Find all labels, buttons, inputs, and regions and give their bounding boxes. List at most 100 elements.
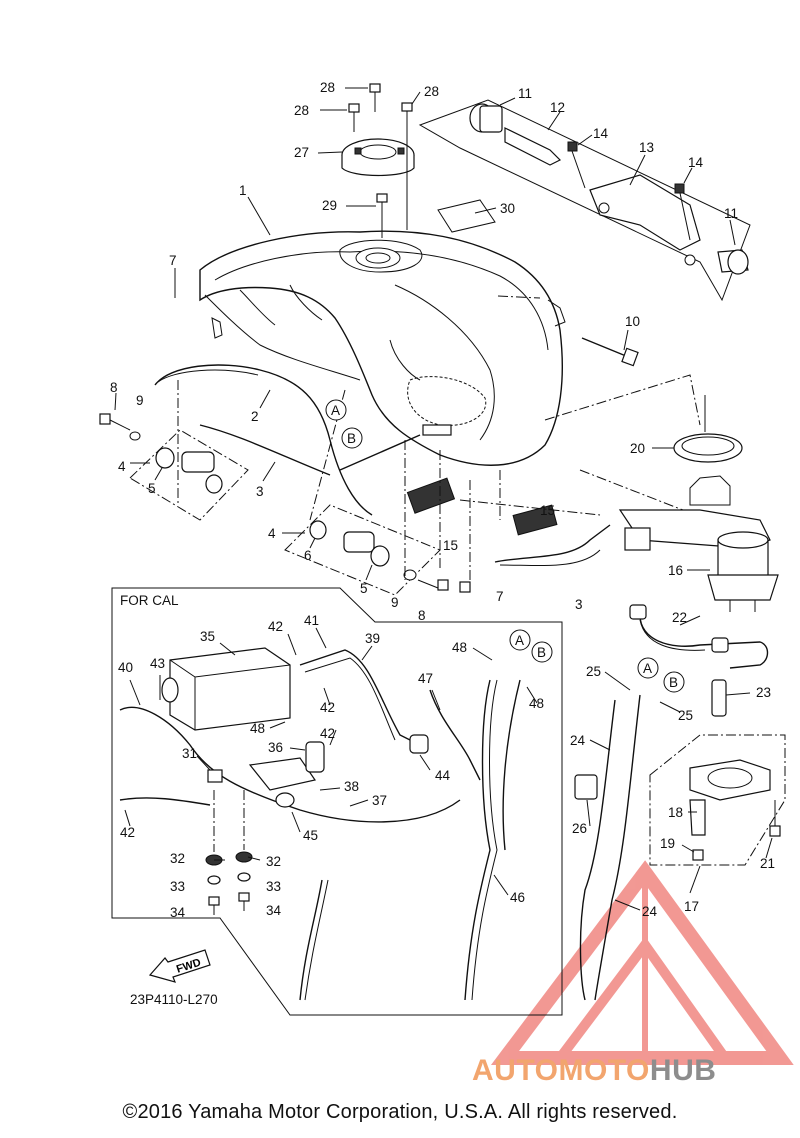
part-label-28: 28 (320, 80, 335, 95)
part-label-46: 46 (510, 890, 525, 905)
part-label-9: 9 (136, 393, 144, 408)
box-title: FOR CAL (120, 593, 179, 608)
part-label-8: 8 (110, 380, 118, 395)
part-label-40: 40 (118, 660, 133, 675)
part-label-6: 6 (304, 548, 312, 563)
part-label-7: 7 (169, 253, 177, 268)
part-label-5b: 5 (360, 581, 368, 596)
watermark-triangle (490, 860, 794, 1065)
part-label-22: 22 (672, 610, 687, 625)
tank-bracket-assembly (418, 99, 751, 302)
part-label-38: 38 (344, 779, 359, 794)
part-label-48b: 48 (529, 696, 544, 711)
pump-hose (629, 604, 769, 717)
part-label-43: 43 (150, 656, 165, 671)
part-label-17: 17 (684, 899, 699, 914)
diagram-code: 23P4110-L270 (130, 992, 218, 1007)
callout-b: B (347, 431, 356, 446)
tank-plate (437, 199, 496, 233)
pump-plate-assembly (649, 734, 786, 866)
part-label-31: 31 (182, 746, 197, 761)
part-label-47: 47 (418, 671, 433, 686)
part-label-42c: 42 (320, 726, 335, 741)
logo-part-1: AUTOMOTO (472, 1054, 650, 1087)
part-label-11b: 11 (724, 206, 738, 221)
watermark-logo: AUTOMOTOHUB (472, 1054, 716, 1088)
tank-cap (341, 138, 415, 177)
part-label-37: 37 (372, 793, 387, 808)
part-label-8b: 8 (418, 608, 426, 623)
part-label-23: 23 (756, 685, 771, 700)
part-label-24: 24 (570, 733, 586, 748)
callout-a-2: A (515, 633, 524, 648)
part-label-21: 21 (760, 856, 775, 871)
part-label-12: 12 (550, 100, 565, 115)
copyright-notice: ©2016 Yamaha Motor Corporation, U.S.A. A… (122, 1101, 678, 1123)
part-label-42d: 42 (120, 825, 135, 840)
part-label-35: 35 (200, 629, 215, 644)
part-label-33b: 33 (266, 879, 281, 894)
part-label-36: 36 (268, 740, 283, 755)
part-label-11: 11 (518, 86, 532, 101)
cal-box (111, 587, 563, 1016)
part-label-30: 30 (500, 201, 515, 216)
bracket-cushion-2 (512, 504, 558, 536)
part-label-26: 26 (572, 821, 587, 836)
part-label-45: 45 (303, 828, 318, 843)
part-label-15: 15 (540, 503, 555, 518)
part-label-2: 2 (251, 409, 259, 424)
hoses (154, 364, 611, 567)
fuel-tank (199, 230, 566, 466)
part-label-10: 10 (625, 314, 640, 329)
part-label-42b: 42 (320, 700, 335, 715)
part-label-1: 1 (239, 183, 247, 198)
part-label-48: 48 (452, 640, 467, 655)
part-label-34: 34 (170, 905, 186, 920)
part-label-33: 33 (170, 879, 185, 894)
part-label-42: 42 (268, 619, 283, 634)
part-label-28b: 28 (294, 103, 309, 118)
canister (161, 647, 291, 731)
callout-a: A (331, 403, 340, 418)
part-label-19: 19 (660, 836, 675, 851)
part-label-18: 18 (668, 805, 683, 820)
part-label-48c: 48 (250, 721, 265, 736)
part-label-13: 13 (639, 140, 654, 155)
part-label-25b: 25 (678, 708, 693, 723)
part-label-41: 41 (304, 613, 319, 628)
part-label-14b: 14 (688, 155, 704, 170)
part-label-32b: 32 (266, 854, 281, 869)
part-label-27: 27 (294, 145, 309, 160)
part-label-9b: 9 (391, 595, 399, 610)
part-label-28c: 28 (424, 84, 439, 99)
bracket-cushion (406, 477, 456, 514)
dampers-right (284, 504, 471, 596)
part-label-15b: 15 (443, 538, 458, 553)
part-label-20: 20 (630, 441, 645, 456)
part-label-24b: 24 (642, 904, 658, 919)
part-label-3b: 3 (575, 597, 583, 612)
part-label-5: 5 (148, 481, 156, 496)
part-label-32: 32 (170, 851, 185, 866)
part-label-4b: 4 (268, 526, 276, 541)
part-labels: 1 2 3 3 4 4 5 5 6 7 7 8 8 9 9 10 11 11 1… (110, 80, 775, 920)
part-label-3: 3 (256, 484, 264, 499)
part-label-7b: 7 (496, 589, 504, 604)
callouts: A B A B A B (325, 399, 685, 693)
guide-lines (177, 374, 761, 585)
part-label-39: 39 (365, 631, 380, 646)
callout-a-3: A (643, 661, 652, 676)
fwd-arrow: FWD (148, 949, 211, 983)
logo-part-2: HUB (649, 1054, 717, 1087)
leader-lines (114, 87, 773, 911)
callout-b-2: B (537, 645, 546, 660)
part-label-14: 14 (593, 126, 609, 141)
part-label-4: 4 (118, 459, 126, 474)
grommet-stack (205, 790, 253, 915)
clamp-26 (574, 774, 598, 800)
part-label-25: 25 (586, 664, 601, 679)
part-label-16: 16 (668, 563, 683, 578)
part-label-44: 44 (435, 768, 451, 783)
